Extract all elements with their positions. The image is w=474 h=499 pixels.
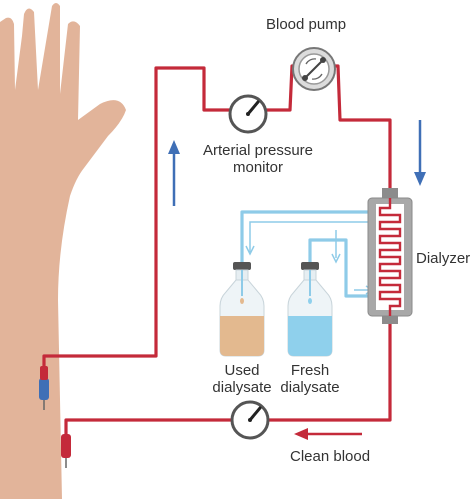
used-dialysate-label-line1: Used: [224, 362, 260, 379]
red-needle-icon: [61, 434, 71, 468]
arterial-pressure-monitor-label: Arterial pressure monitor: [196, 142, 320, 176]
venous-blood-line: [64, 316, 392, 436]
fresh-dialysate-bottle-icon: [287, 262, 333, 357]
fresh-dialysate-line: [308, 238, 374, 298]
used-dialysate-label: Used dialysate: [200, 362, 284, 396]
flow-arrow-icon-down: [414, 120, 426, 186]
dialyzer-icon: [367, 188, 413, 324]
venous-pressure-gauge-icon: [230, 400, 270, 440]
used-dialysate-bottle-icon: [219, 262, 265, 357]
fresh-dialysate-label-line2: dialysate: [280, 379, 340, 396]
arterial-pressure-monitor-label-line1: Arterial pressure: [202, 142, 314, 159]
blue-needle-icon: [39, 366, 49, 410]
flow-arrow-icon-up: [168, 140, 180, 206]
blood-pump-icon: [292, 47, 336, 91]
arterial-pressure-gauge-icon: [228, 94, 268, 134]
clean-blood-label: Clean blood: [290, 448, 371, 465]
used-dialysate-line: [240, 210, 374, 270]
used-dialysate-label-line2: dialysate: [212, 379, 272, 396]
dialyzer-label: Dialyzer: [416, 250, 471, 267]
arterial-pressure-monitor-label-line2: monitor: [232, 159, 284, 176]
arm-hand: [0, 3, 126, 499]
fresh-dialysate-label: Fresh dialysate: [268, 362, 352, 396]
flow-arrow-icon-left: [294, 428, 362, 440]
fresh-dialysate-label-line1: Fresh: [290, 362, 330, 379]
blood-pump-label: Blood pump: [266, 16, 347, 33]
